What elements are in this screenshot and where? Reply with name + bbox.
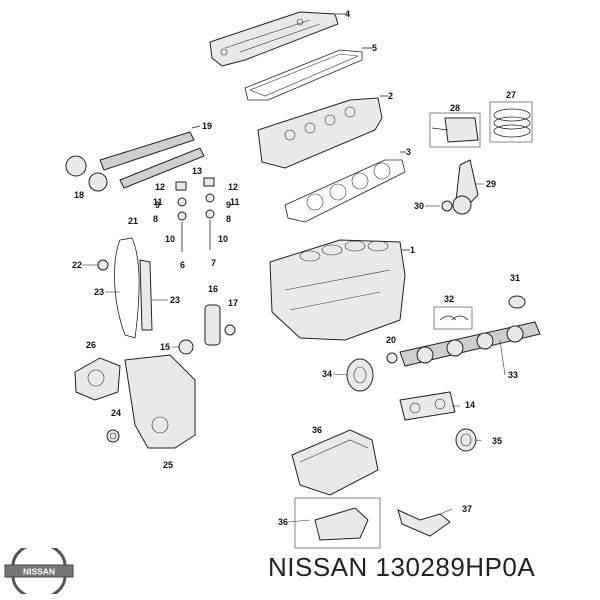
callout-10a: 10	[165, 234, 175, 244]
callout-20: 20	[386, 335, 396, 345]
callout-6: 6	[180, 260, 185, 270]
callout-4: 4	[345, 9, 350, 19]
part-camshafts	[99, 125, 205, 189]
part-front-cover	[124, 354, 196, 449]
callout-8a: 8	[153, 214, 158, 224]
part-oil-strainer	[397, 509, 451, 537]
callout-21: 21	[128, 216, 138, 226]
callout-10b: 10	[218, 234, 228, 244]
callout-34: 34	[322, 369, 332, 379]
part-rear-seal	[455, 428, 477, 452]
callout-3: 3	[406, 147, 411, 157]
part-valvetrain	[175, 177, 215, 252]
callout-13: 13	[192, 166, 202, 176]
callout-32: 32	[444, 294, 454, 304]
part-main-bearings	[433, 306, 473, 330]
callout-7: 7	[211, 258, 216, 268]
callout-8b: 8	[226, 214, 231, 224]
callout-24: 24	[111, 408, 121, 418]
callout-11a: 11	[153, 197, 163, 207]
part-front-seal	[106, 429, 120, 443]
part-piston	[429, 112, 481, 148]
callout-14: 14	[465, 400, 475, 410]
part-head-gasket	[284, 151, 406, 223]
callout-12b: 12	[228, 182, 238, 192]
part-crankshaft	[399, 321, 541, 367]
caption-brand: NISSAN	[268, 552, 368, 582]
part-caption: NISSAN 130289HP0A	[268, 552, 535, 583]
part-water-pump	[74, 357, 121, 401]
callout-9b: 9	[226, 200, 231, 210]
nissan-logo: NISSAN	[4, 548, 74, 594]
callout-23a: 23	[94, 287, 104, 297]
part-connecting-rod	[441, 159, 479, 215]
callout-18: 18	[74, 190, 84, 200]
part-oil-pan-lower	[294, 497, 381, 549]
part-thrust-washer	[508, 295, 526, 309]
callout-17: 17	[228, 298, 238, 308]
part-crank-key	[386, 352, 398, 364]
callout-12a: 12	[155, 182, 165, 192]
callout-25: 25	[163, 460, 173, 470]
callout-9a: 9	[155, 200, 160, 210]
part-timing-chain	[97, 237, 153, 339]
callout-30: 30	[414, 201, 424, 211]
callout-37: 37	[462, 504, 472, 514]
part-valve-cover-gasket	[244, 47, 372, 101]
leader-lines	[82, 183, 506, 523]
callout-19: 19	[202, 121, 212, 131]
part-crank-pulley	[346, 358, 374, 392]
callout-36a: 36	[312, 425, 322, 435]
part-cylinder-head	[257, 95, 388, 169]
callout-1: 1	[410, 245, 415, 255]
callout-28: 28	[450, 103, 460, 113]
callout-labels: 1 2 3 4 5 6 7 8 8 9 9 10 10 11 11 12 12 …	[72, 9, 520, 527]
callout-27: 27	[506, 90, 516, 100]
callout-33: 33	[508, 370, 518, 380]
callout-35: 35	[492, 436, 502, 446]
part-balancer	[399, 391, 456, 421]
callout-16: 16	[208, 284, 218, 294]
logo-text: NISSAN	[23, 567, 55, 577]
callout-29: 29	[486, 179, 496, 189]
callout-2: 2	[388, 91, 393, 101]
part-oil-pan	[291, 429, 379, 496]
callout-36b: 36	[278, 517, 288, 527]
callout-23b: 23	[170, 295, 180, 305]
part-engine-block	[269, 239, 410, 341]
callout-11b: 11	[230, 197, 240, 207]
callout-26: 26	[86, 340, 96, 350]
part-valve-cover	[209, 11, 345, 67]
caption-part-number: 130289HP0A	[375, 552, 536, 582]
part-cam-sprockets	[65, 155, 108, 192]
callout-31: 31	[510, 273, 520, 283]
callout-5: 5	[372, 43, 377, 53]
callout-15: 15	[160, 342, 170, 352]
callout-22: 22	[72, 260, 82, 270]
part-piston-rings	[489, 101, 533, 143]
part-chain-tensioner	[178, 304, 236, 355]
